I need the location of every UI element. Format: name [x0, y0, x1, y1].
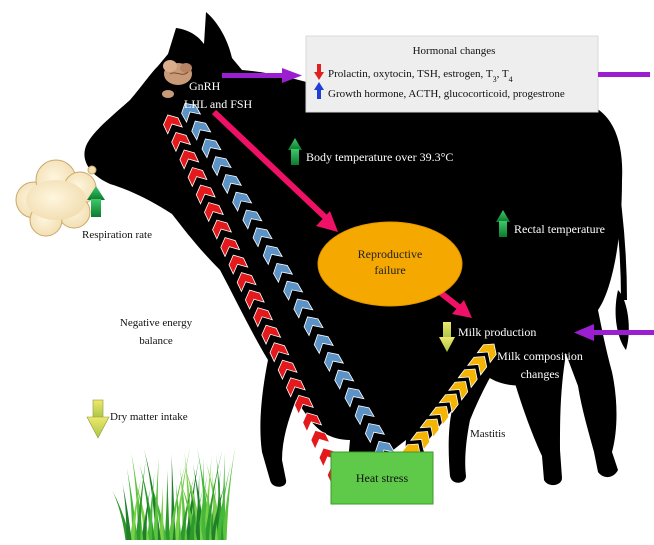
grass-icon — [112, 446, 235, 540]
hormonal-increase-line: Growth hormone, ACTH, glucocorticoid, pr… — [328, 88, 565, 100]
negative-energy-line2: balance — [139, 335, 173, 347]
hormonal-changes-box: Hormonal changes Prolactin, oxytocin, TS… — [306, 36, 598, 112]
body-temperature-label: Body temperature over 39.3°C — [306, 150, 453, 164]
heat-stress-label: Heat stress — [356, 471, 409, 485]
reproductive-label-line2: failure — [374, 263, 405, 277]
gnrh-label: GnRH — [189, 79, 221, 93]
dry-matter-intake-label: Dry matter intake — [110, 411, 188, 423]
milk-composition-line2: changes — [521, 367, 560, 381]
respiration-rate-label: Respiration rate — [82, 229, 152, 241]
hormonal-title: Hormonal changes — [413, 45, 496, 57]
rectal-temperature-label: Rectal temperature — [514, 222, 605, 236]
milk-composition-line1: Milk composition — [497, 349, 583, 363]
negative-energy-line1: Negative energy — [120, 317, 193, 329]
lhl-fsh-label: LHL and FSH — [184, 97, 253, 111]
down-arrow-icon — [87, 400, 109, 438]
reproductive-label-line1: Reproductive — [358, 247, 423, 261]
milk-production-label: Milk production — [458, 325, 536, 339]
cloud-icon — [16, 160, 96, 236]
purple-line-right — [598, 72, 650, 77]
mastitis-label: Mastitis — [470, 428, 505, 440]
grass-blade — [165, 470, 170, 540]
